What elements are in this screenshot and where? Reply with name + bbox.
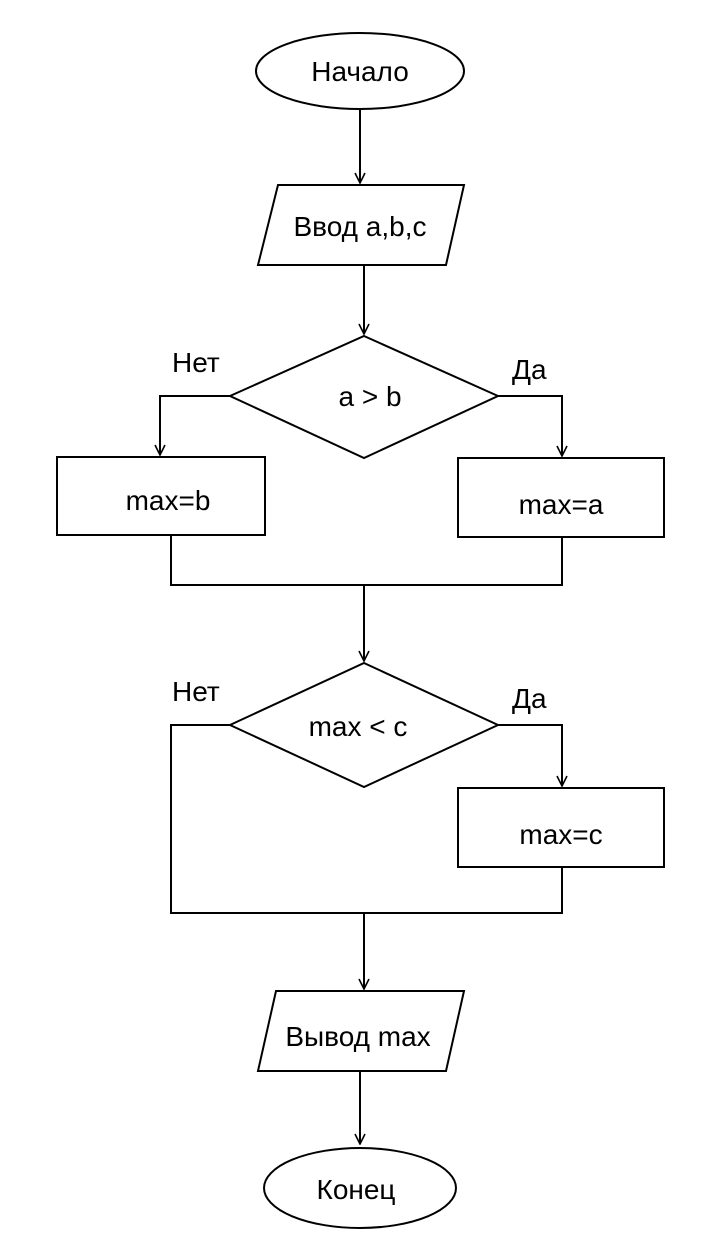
- input-parallelogram: [256, 184, 466, 266]
- input-label: Ввод a,b,c: [293, 211, 426, 242]
- condition-2-no-label: Нет: [172, 676, 220, 707]
- process-max-b-label: max=b: [126, 485, 211, 516]
- end-terminator: [263, 1147, 457, 1229]
- condition-2-yes-label: Да: [512, 683, 547, 714]
- output-label: Вывод max: [285, 1021, 430, 1052]
- condition-1-label: a > b: [338, 381, 401, 412]
- process-box-max-a: [457, 457, 665, 538]
- output-parallelogram: [256, 990, 466, 1072]
- arrow-cond1-yes: [498, 395, 562, 456]
- process-max-a-label: max=a: [519, 489, 604, 520]
- arrow-cond1-no: [160, 395, 230, 455]
- merge-line-2: [170, 724, 563, 914]
- end-label: Конец: [317, 1174, 396, 1205]
- merge-line-1: [170, 535, 563, 586]
- condition-diamond-2: [227, 661, 501, 789]
- condition-1-yes-label: Да: [512, 354, 547, 385]
- arrow-cond2-yes: [498, 724, 562, 786]
- start-label: Начало: [311, 56, 409, 87]
- condition-2-label: max < c: [309, 711, 408, 742]
- condition-diamond-1: [227, 334, 501, 460]
- process-max-c-label: max=c: [519, 819, 602, 850]
- process-box-max-b: [56, 456, 266, 536]
- condition-1-no-label: Нет: [172, 347, 220, 378]
